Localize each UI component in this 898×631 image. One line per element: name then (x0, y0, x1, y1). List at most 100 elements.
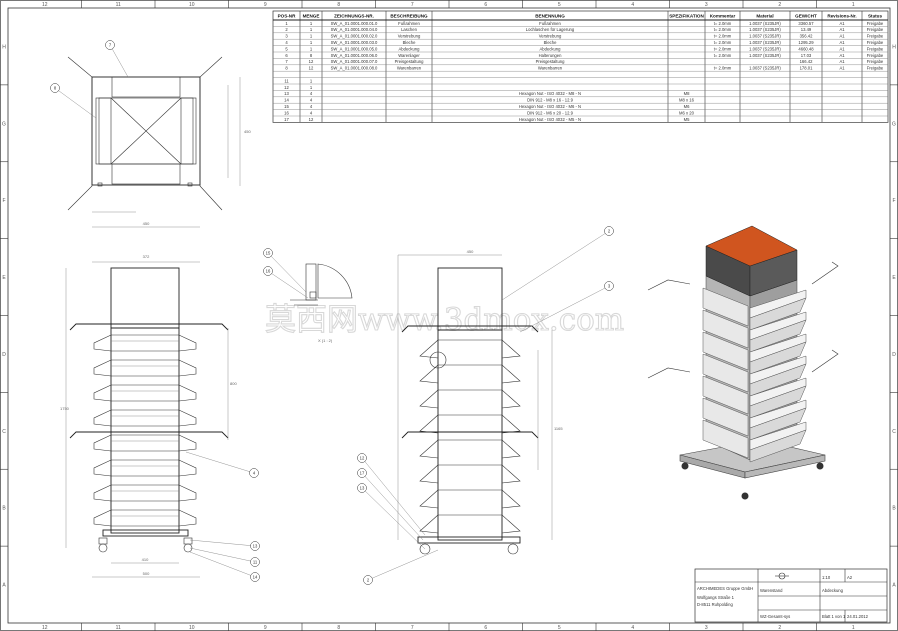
frame-col-label: 12 (42, 625, 48, 631)
frame-row-label: A (892, 583, 896, 589)
bom-cell: 8 (310, 53, 313, 58)
bom-cell: t= 2.0mm (714, 66, 732, 71)
iso-shelf-right-face (749, 385, 807, 419)
bom-cell: 4660.48 (798, 46, 814, 51)
side-hook-bar (401, 325, 539, 333)
front-shelf (93, 459, 197, 477)
frame-col-label: 11 (116, 625, 121, 631)
bom-cell: 13 (284, 91, 289, 96)
bom-header-cell: Status (868, 13, 882, 18)
bom-cell: 356.42 (800, 34, 813, 39)
bom-cell: 17.03 (801, 53, 812, 58)
side-shelf-left (419, 339, 439, 359)
balloon-label: 2 (367, 578, 370, 583)
front-shelf (93, 359, 197, 377)
frame-col-label: 4 (631, 625, 634, 631)
dim-side-height: 1165 (554, 426, 563, 431)
frame-col-label: 7 (411, 625, 414, 631)
bom-header-cell: Material (756, 13, 773, 18)
frame-row-label: D (2, 352, 6, 358)
frame-col-label: 10 (189, 625, 195, 631)
isometric-view (647, 225, 839, 500)
bom-cell: Freigabe (867, 46, 884, 51)
bom-cell: 17 (284, 117, 289, 122)
bom-cell: M8 (684, 91, 690, 96)
bom-cell: Hexagon Nut - ISO 4032 - M6 - N (519, 104, 581, 109)
bom-cell: Preisgestaltung (395, 59, 425, 64)
bom-cell: M6 x 20 (679, 110, 695, 115)
title-drawing-no: WZ-Gesamt-sys (760, 614, 790, 619)
bom-cell: 12 (309, 66, 314, 71)
dim-top-height: 450 (244, 129, 251, 134)
side-view: 450 1165 (397, 249, 563, 555)
balloon-leader (189, 547, 256, 563)
balloon-leader (361, 457, 426, 536)
bom-cell: 5 (285, 46, 288, 51)
balloon-circle (105, 40, 115, 50)
bom-cell: 1 (310, 27, 313, 32)
bom-cell: 15 (284, 104, 289, 109)
balloon-label: 4 (253, 471, 256, 476)
side-shelf-right (438, 464, 521, 484)
bom-cell: SW_A_01.0001.000.02.0 (331, 34, 378, 39)
side-shelf-right (438, 389, 521, 409)
iso-panel-left (702, 397, 749, 437)
bom-cell: 1 (285, 21, 288, 26)
bom-cell: t= 2.0mm (714, 21, 732, 26)
frame-row-label: C (2, 429, 6, 435)
balloon-leader (189, 539, 256, 547)
frame-col-label: 1 (852, 625, 855, 631)
bom-cell: 1 (310, 21, 313, 26)
balloon-circle (250, 541, 260, 551)
bom-cell: 3 (285, 34, 288, 39)
bom-header-cell: GEWICHT (795, 13, 817, 18)
balloon-circle (50, 83, 60, 93)
balloon-circle (263, 266, 273, 276)
bom-cell: 6 (285, 53, 288, 58)
side-shelf-right (438, 439, 521, 459)
bom-cell: 1.0037 (S235JR) (749, 34, 781, 39)
frame-col-label: 2 (778, 2, 781, 8)
front-shelf (93, 384, 197, 402)
side-hook-bar (401, 431, 539, 439)
front-hook-bar (69, 323, 229, 331)
bom-cell: A1 (839, 66, 845, 71)
title-address-2: D-8511 Ruhpolding (697, 602, 733, 607)
bom-cell: A1 (839, 59, 845, 64)
balloon-label: 11 (253, 560, 258, 565)
bom-cell: Verstrebung (539, 34, 562, 39)
balloon-circle (604, 281, 614, 291)
bom-cell: 12 (309, 117, 314, 122)
bom-cell: t= 2.0mm (714, 46, 732, 51)
side-shelf-left (419, 489, 439, 509)
balloon-circle (263, 248, 273, 258)
bom-cell: t= 2.0mm (714, 34, 732, 39)
frame-row-label: B (2, 506, 6, 512)
bom-cell: 4 (310, 91, 313, 96)
iso-shelf-right-face (749, 341, 807, 375)
bom-cell: Freigabe (867, 59, 884, 64)
frame-col-label: 12 (42, 2, 48, 8)
title-name: Warenstand (760, 588, 783, 593)
bom-cell: 4 (310, 104, 313, 109)
bom-cell: 1.0037 (S235JR) (749, 53, 781, 58)
iso-panel-left (702, 331, 749, 371)
balloon-circle (249, 468, 259, 478)
frame-row-label: A (2, 583, 6, 589)
balloon-label: 2 (608, 229, 611, 234)
bom-cell: A1 (839, 46, 845, 51)
bom-cell: 12 (309, 59, 314, 64)
bom-cell: A1 (839, 53, 845, 58)
title-format: A2 (847, 575, 853, 580)
bom-cell: Preisgestaltung (536, 59, 566, 64)
bom-cell: Fußrahmen (539, 21, 561, 26)
balloon-circle (357, 483, 367, 493)
front-shelf (93, 434, 197, 452)
top-view: 450 450 (67, 56, 251, 228)
bom-cell: Freigabe (867, 21, 884, 26)
frame-row-label: E (2, 275, 6, 281)
balloon-leader (267, 252, 307, 293)
frame-col-label: 4 (631, 2, 634, 8)
bom-cell: 14 (284, 98, 289, 103)
